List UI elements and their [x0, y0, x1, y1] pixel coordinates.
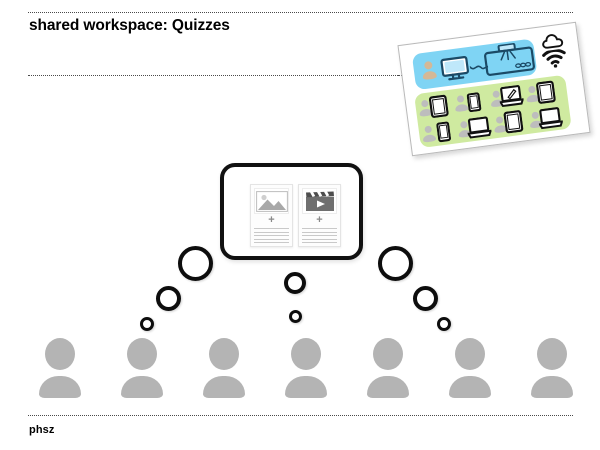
person-icon: [422, 70, 438, 81]
add-symbol: +: [316, 214, 323, 226]
footer-rule: [28, 415, 573, 416]
avatar-head: [291, 338, 321, 370]
speech-bubble-medium: [413, 286, 438, 311]
avatar-body: [367, 376, 409, 398]
tablet-icon: [536, 80, 556, 104]
person-icon: [495, 116, 504, 124]
avatar-head: [45, 338, 75, 370]
document-text-lines: [254, 228, 289, 243]
classroom-card-inner: [399, 23, 590, 155]
avatar-body: [531, 376, 573, 398]
shared-workspace-board[interactable]: + +: [220, 163, 363, 260]
avatar: [365, 338, 411, 398]
document-card-video[interactable]: +: [298, 184, 341, 247]
person-icon: [424, 125, 433, 134]
person-icon: [422, 134, 437, 143]
document-text-lines: [302, 228, 337, 243]
avatar: [119, 338, 165, 398]
document-card-image[interactable]: +: [250, 184, 293, 247]
speech-bubble-large: [378, 246, 413, 281]
speech-bubble-small: [289, 310, 302, 323]
avatar-head: [373, 338, 403, 370]
laptop-icon: [466, 116, 493, 139]
student-band: [414, 74, 572, 149]
header-rule-top: [28, 12, 573, 13]
wifi-icon: [542, 48, 566, 68]
document-thumbnail: [254, 188, 289, 214]
avatar-body: [203, 376, 245, 398]
smartphone-icon: [466, 92, 482, 113]
person-icon: [423, 60, 433, 70]
speech-bubble-medium: [156, 286, 181, 311]
avatar-head: [455, 338, 485, 370]
image-icon: [255, 190, 288, 212]
audience-avatar-row: [28, 338, 573, 400]
avatar: [529, 338, 575, 398]
avatar: [283, 338, 329, 398]
tablet-icon: [503, 110, 524, 134]
smartphone-icon: [436, 121, 451, 143]
avatar-head: [537, 338, 567, 370]
document-thumbnail: [302, 188, 337, 214]
avatar: [447, 338, 493, 398]
avatar-head: [209, 338, 239, 370]
avatar: [201, 338, 247, 398]
avatar-body: [449, 376, 491, 398]
tablet-icon: [428, 94, 449, 118]
footer-label: phsz: [29, 424, 55, 436]
laptop-icon: [538, 107, 564, 130]
avatar-body: [285, 376, 327, 398]
cloud-icon: [542, 34, 564, 49]
teacher-band: [411, 38, 538, 91]
speech-bubble-small: [437, 317, 451, 331]
speech-bubble-small: [140, 317, 154, 331]
avatar: [37, 338, 83, 398]
person-icon: [527, 85, 536, 94]
add-symbol: +: [268, 214, 275, 226]
avatar-body: [39, 376, 81, 398]
speech-bubble-medium: [284, 272, 306, 294]
laptop-stylus-icon: [498, 85, 525, 108]
avatar-body: [121, 376, 163, 398]
page-title: shared workspace: Quizzes: [29, 17, 230, 34]
desktop-monitor-icon: [440, 56, 470, 81]
header-rule-bottom: [28, 75, 400, 76]
person-icon: [456, 95, 465, 103]
person-icon: [420, 99, 429, 108]
person-icon: [454, 103, 469, 113]
projector-screen-icon: [484, 42, 535, 76]
avatar-head: [127, 338, 157, 370]
film-clapperboard-icon: [305, 190, 334, 211]
classroom-illustration-card: [397, 21, 591, 157]
speech-bubble-large: [178, 246, 213, 281]
